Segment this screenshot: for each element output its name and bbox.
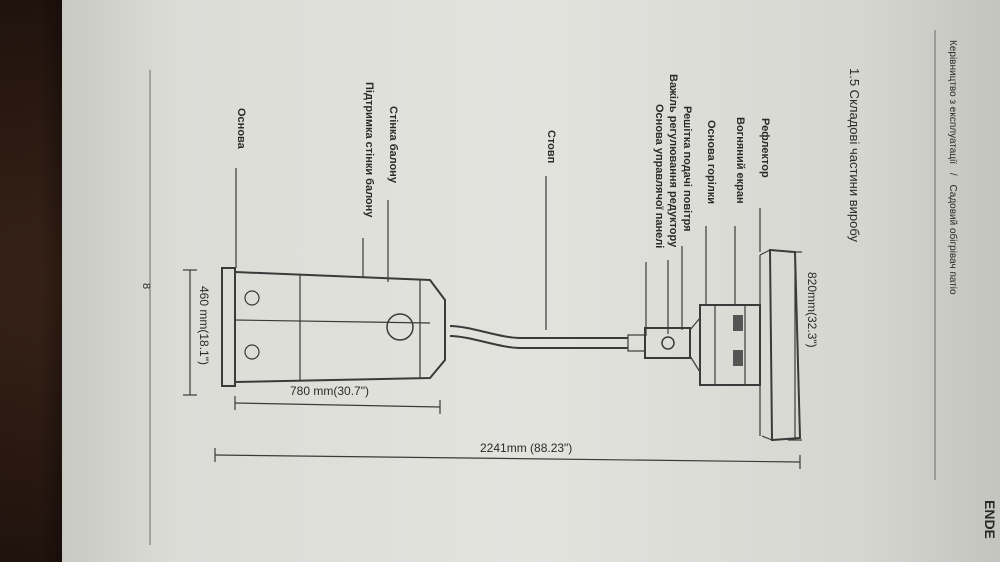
control-box-shape bbox=[627, 317, 701, 373]
base-plate-shape bbox=[221, 267, 236, 387]
dim-820-line bbox=[788, 251, 802, 441]
brand-fragment: ENDE bbox=[982, 500, 998, 539]
dim-2241-line bbox=[214, 448, 801, 469]
label-base: Основа bbox=[235, 108, 247, 150]
label-fire-screen: Вогняний екран bbox=[734, 117, 746, 204]
label-cylinder-wall: Стінка балону bbox=[387, 106, 399, 184]
label-cylinder-wall-support: Підтримка стінки балону bbox=[363, 82, 375, 218]
dim-460-line bbox=[183, 269, 197, 396]
header-text: Керівництво з експлуатації / Садовий обі… bbox=[947, 40, 959, 295]
label-reflector: Рефлектор bbox=[759, 118, 771, 178]
label-burner-base: Основа горілки bbox=[705, 120, 717, 204]
label-regulator-lever: Важіль регулювання редуктору bbox=[667, 74, 679, 248]
page-number: 8 bbox=[140, 283, 152, 289]
dim-2241-label: 2241mm (88.23") bbox=[480, 441, 572, 455]
burner-head-shape bbox=[699, 304, 761, 386]
dim-460-label: 460 mm(18.1") bbox=[197, 286, 211, 365]
section-title: 1.5 Складові частини виробу bbox=[847, 68, 862, 243]
label-pole: Стовп bbox=[545, 130, 557, 163]
dim-780-line bbox=[234, 396, 441, 414]
reflector-shape bbox=[759, 248, 802, 442]
label-control-panel-base: Основа управлячої панелі bbox=[653, 104, 665, 248]
dim-820-label: 820mm(32.3") bbox=[805, 272, 819, 348]
cylinder-housing-shape bbox=[234, 270, 446, 384]
label-air-grille: Решітка подачі повітря bbox=[681, 106, 693, 232]
pole-shape bbox=[449, 325, 628, 349]
dim-780-label: 780 mm(30.7") bbox=[290, 384, 369, 398]
manual-page bbox=[62, 0, 1000, 562]
